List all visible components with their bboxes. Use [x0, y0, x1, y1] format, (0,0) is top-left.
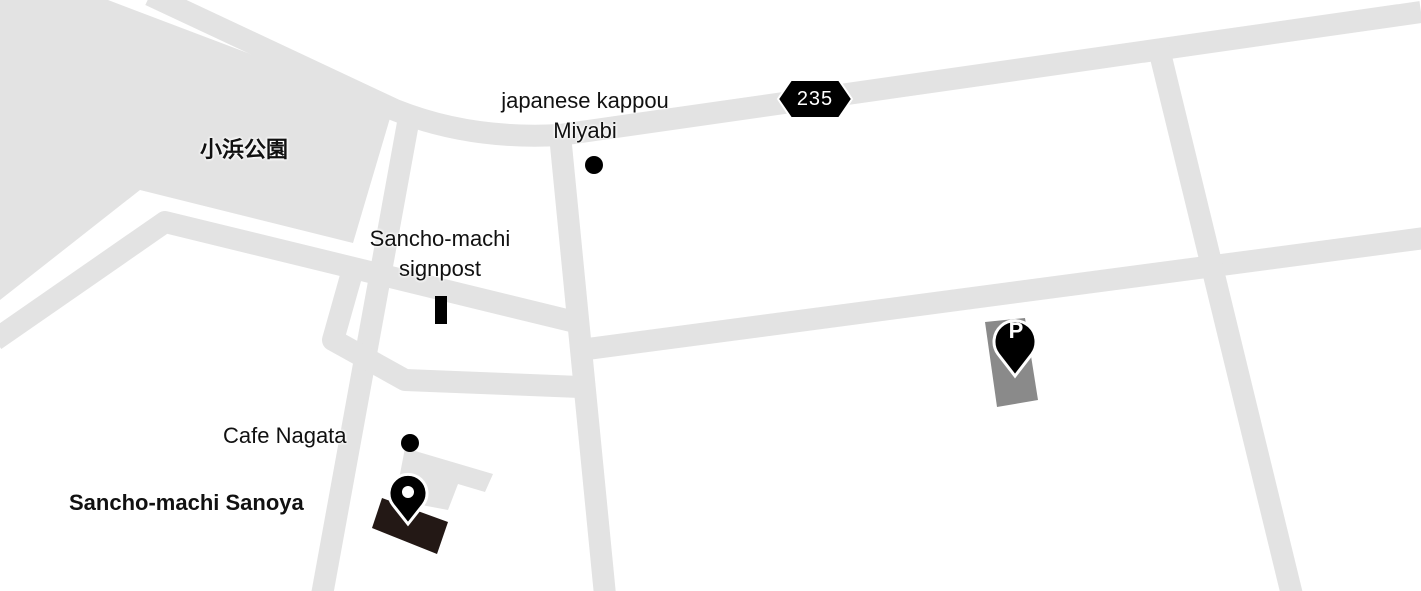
restaurant-label-line1: japanese kappou	[501, 88, 669, 113]
destination-pin-icon[interactable]	[387, 472, 429, 527]
signpost-marker[interactable]	[435, 296, 447, 324]
parking-pin-icon[interactable]	[992, 319, 1038, 379]
parking-label: P	[1008, 318, 1024, 343]
restaurant-marker[interactable]	[585, 156, 603, 174]
signpost-label[interactable]: Sancho-machi signpost	[340, 224, 540, 284]
road-middle-vertical	[549, 133, 616, 591]
cafe-label[interactable]: Cafe Nagata	[223, 423, 347, 448]
restaurant-label-line2: Miyabi	[553, 118, 617, 143]
signpost-label-line1: Sancho-machi	[369, 226, 511, 251]
road-east-vertical	[1147, 42, 1303, 591]
signpost-label-line2: signpost	[399, 256, 481, 281]
park-label: 小浜公園	[200, 137, 289, 162]
road-park-south	[0, 211, 578, 350]
sanoya-building	[372, 498, 448, 554]
road-east-horizontal	[578, 227, 1421, 361]
destination-label[interactable]: Sancho-machi Sanoya	[69, 490, 304, 515]
restaurant-label[interactable]: japanese kappou Miyabi	[470, 86, 700, 146]
cafe-marker[interactable]	[401, 434, 419, 452]
route-shield-icon	[776, 79, 854, 119]
road-loop	[322, 259, 581, 398]
route-number: 235	[796, 88, 834, 110]
